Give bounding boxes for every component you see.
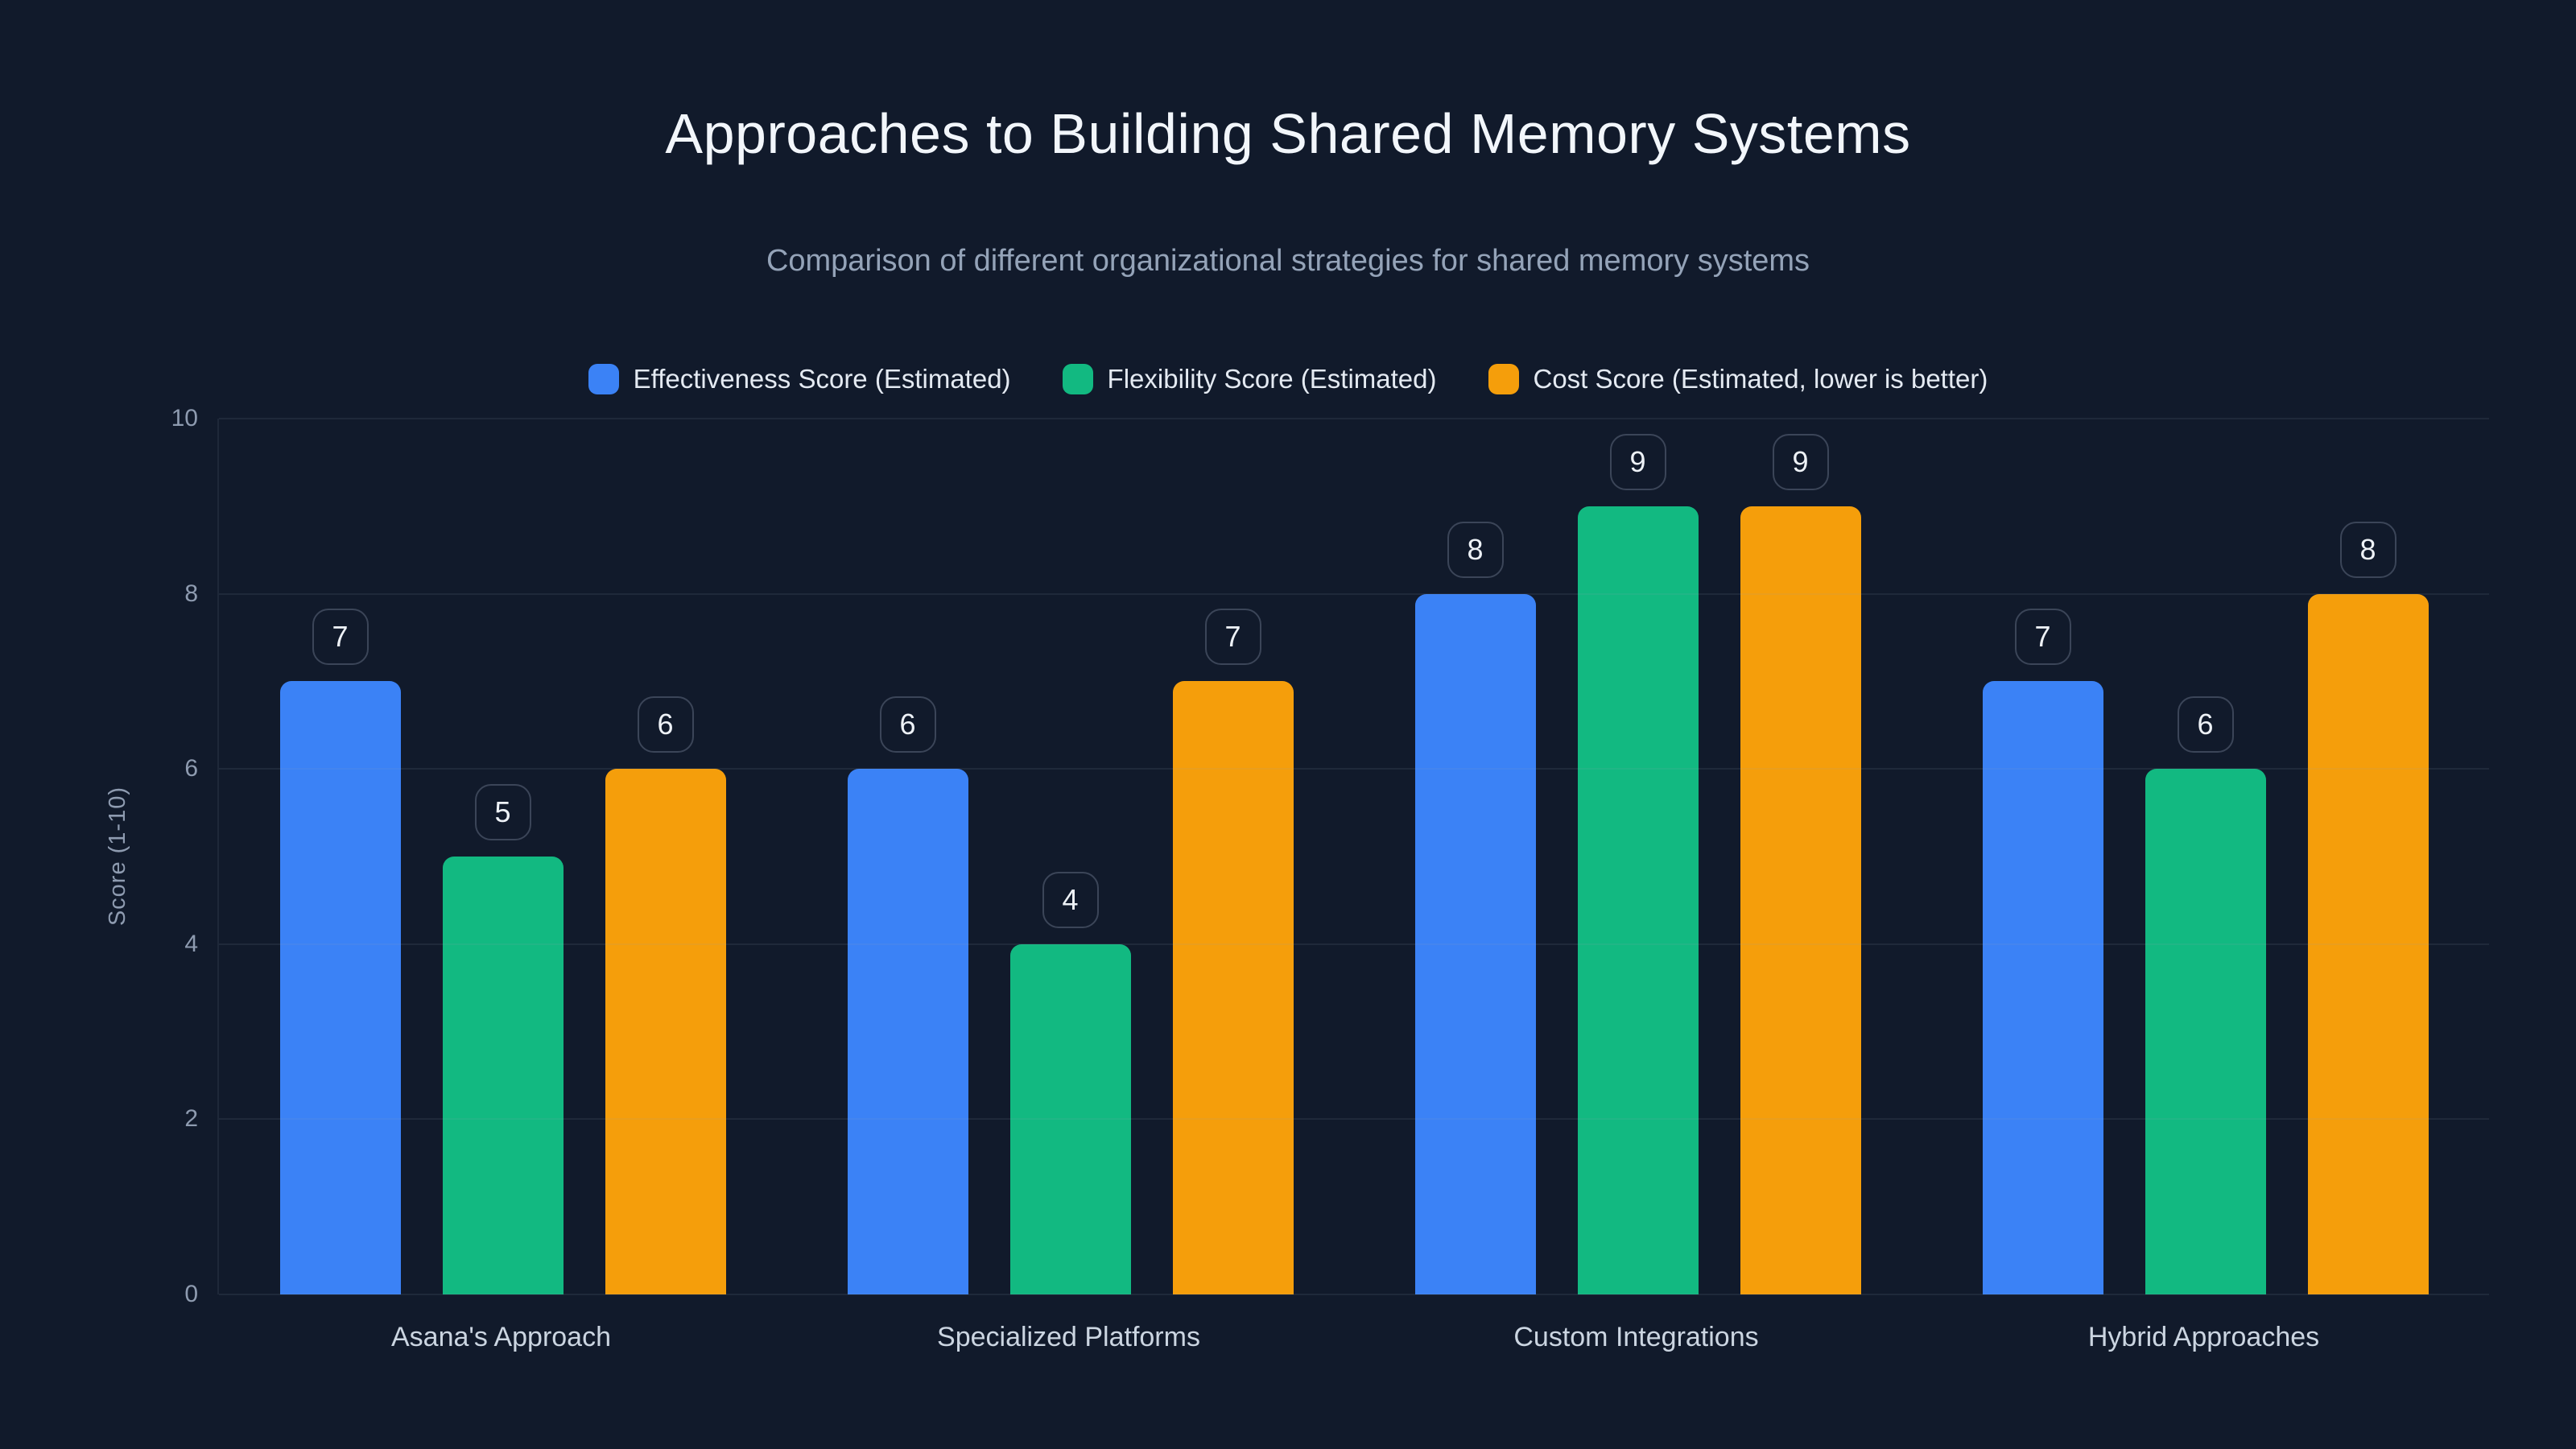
y-tick-label: 8 xyxy=(184,580,198,607)
bar-value-badge: 9 xyxy=(1772,433,1829,490)
bar-value-badge: 7 xyxy=(312,609,369,666)
bar-value-badge: 7 xyxy=(2014,609,2071,666)
bar-value-badge: 5 xyxy=(474,784,531,840)
bar xyxy=(1009,943,1131,1294)
legend-item[interactable]: Flexibility Score (Estimated) xyxy=(1062,364,1437,394)
bar-column: 7 xyxy=(1172,419,1294,1294)
bar-column: 8 xyxy=(1414,419,1536,1294)
bar-column: 9 xyxy=(1740,419,1861,1294)
legend-label: Flexibility Score (Estimated) xyxy=(1107,364,1437,394)
bar-value-badge: 9 xyxy=(1609,433,1666,490)
x-axis-category-label: Custom Integrations xyxy=(1513,1322,1759,1352)
bar-column: 9 xyxy=(1577,419,1699,1294)
bar-column: 4 xyxy=(1009,419,1131,1294)
y-tick-label: 6 xyxy=(184,755,198,782)
bar xyxy=(1577,506,1699,1294)
bar xyxy=(1172,681,1294,1294)
x-axis-category-label: Specialized Platforms xyxy=(937,1322,1200,1352)
legend-swatch xyxy=(588,364,619,394)
bar-group: 7 6 8 xyxy=(1922,419,2489,1294)
x-axis-category-label: Hybrid Approaches xyxy=(2087,1322,2320,1352)
y-axis-title-wrap: Score (1-10) xyxy=(95,419,140,1294)
gridline xyxy=(219,592,2489,595)
bar-value-badge: 4 xyxy=(1042,871,1099,928)
gridline xyxy=(219,1294,2489,1295)
bar-value-badge: 6 xyxy=(637,696,694,753)
bar xyxy=(1982,681,2103,1294)
bar xyxy=(279,681,401,1294)
gridline xyxy=(219,1118,2489,1121)
bar-group: 6 4 7 xyxy=(786,419,1354,1294)
x-axis-labels: Asana's Approach Specialized Platforms Cus… xyxy=(217,1322,2487,1353)
bar-value-badge: 8 xyxy=(1447,521,1504,578)
bar xyxy=(442,857,564,1294)
bar xyxy=(847,769,968,1294)
bar xyxy=(1740,506,1861,1294)
legend: Effectiveness Score (Estimated) Flexibili… xyxy=(0,364,2576,394)
gridline xyxy=(219,943,2489,945)
legend-swatch xyxy=(1062,364,1093,394)
bar-value-badge: 8 xyxy=(2339,521,2396,578)
bar-column: 6 xyxy=(847,419,968,1294)
bar-column: 5 xyxy=(442,419,564,1294)
x-axis-category-label: Asana's Approach xyxy=(390,1322,611,1352)
bar-value-badge: 7 xyxy=(1204,609,1261,666)
y-tick-label: 0 xyxy=(184,1281,198,1307)
bar xyxy=(2307,593,2429,1294)
bar-groups: 7 5 6 6 4 7 8 9 9 7 6 8 xyxy=(219,419,2489,1294)
bar xyxy=(1414,593,1536,1294)
y-tick-label: 2 xyxy=(184,1105,198,1133)
bar-value-badge: 6 xyxy=(879,696,936,753)
legend-label: Effectiveness Score (Estimated) xyxy=(633,364,1011,394)
chart-subtitle: Comparison of different organizational s… xyxy=(766,244,1810,278)
y-tick-label: 10 xyxy=(171,405,198,431)
bar-group: 8 9 9 xyxy=(1354,419,1922,1294)
y-axis-title: Score (1-10) xyxy=(104,786,130,927)
bar-column: 7 xyxy=(279,419,401,1294)
bar-column: 6 xyxy=(605,419,726,1294)
y-tick-label: 4 xyxy=(184,930,198,957)
gridline xyxy=(219,418,2489,419)
bar-value-badge: 6 xyxy=(2177,696,2234,753)
legend-item[interactable]: Cost Score (Estimated, lower is better) xyxy=(1488,364,1988,394)
chart-title: Approaches to Building Shared Memory Sys… xyxy=(665,102,1911,165)
bar-group: 7 5 6 xyxy=(219,419,786,1294)
plot-area: 7 5 6 6 4 7 8 9 9 7 6 8 0 2 4 6 8 10 xyxy=(171,407,2489,1307)
gridline xyxy=(219,768,2489,770)
legend-swatch xyxy=(1488,364,1519,394)
bar-column: 6 xyxy=(2145,419,2266,1294)
bar xyxy=(2145,769,2266,1294)
bar-column: 7 xyxy=(1982,419,2103,1294)
bar xyxy=(605,769,726,1294)
bar-column: 8 xyxy=(2307,419,2429,1294)
legend-item[interactable]: Effectiveness Score (Estimated) xyxy=(588,364,1011,394)
legend-label: Cost Score (Estimated, lower is better) xyxy=(1533,364,1988,394)
